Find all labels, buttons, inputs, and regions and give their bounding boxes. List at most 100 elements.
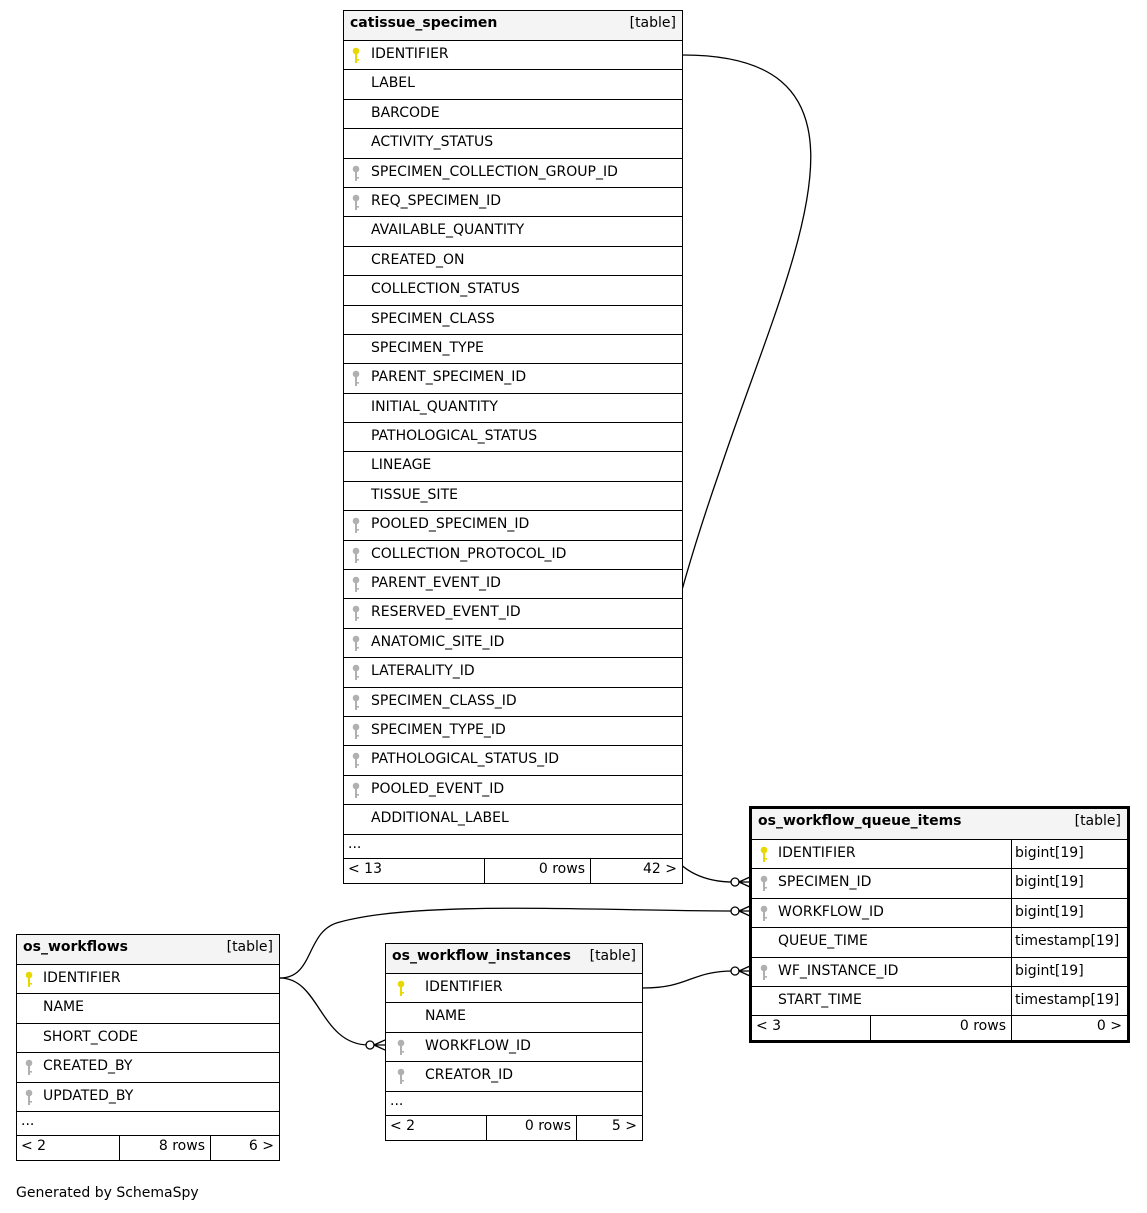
column-row[interactable]: LINEAGE bbox=[344, 452, 682, 482]
column-row[interactable]: CREATED_BY bbox=[17, 1053, 279, 1083]
column-row[interactable]: CREATOR_ID bbox=[386, 1062, 642, 1092]
crows-foot-workflow-id bbox=[730, 905, 751, 917]
column-row[interactable]: POOLED_EVENT_ID bbox=[344, 776, 682, 806]
parents-count[interactable]: < 2 bbox=[390, 1117, 416, 1134]
column-row[interactable]: SPECIMEN_TYPE bbox=[344, 335, 682, 365]
column-name: SPECIMEN_ID bbox=[778, 874, 872, 891]
parents-count[interactable]: < 2 bbox=[21, 1137, 47, 1154]
column-name: COLLECTION_PROTOCOL_ID bbox=[371, 545, 567, 562]
column-name: CREATED_BY bbox=[43, 1058, 133, 1075]
column-row[interactable]: LABEL bbox=[344, 70, 682, 100]
column-name: PARENT_EVENT_ID bbox=[371, 575, 501, 592]
column-row[interactable]: START_TIME timestamp[19] bbox=[752, 986, 1127, 1017]
column-row[interactable]: NAME bbox=[386, 1003, 642, 1033]
table-header[interactable]: os_workflow_queue_items [table] bbox=[752, 809, 1127, 840]
column-row[interactable]: REQ_SPECIMEN_ID bbox=[344, 188, 682, 218]
column-name: BARCODE bbox=[371, 104, 440, 121]
column-row[interactable]: IDENTIFIER bbox=[344, 41, 682, 71]
crows-foot-instances-workflow-id bbox=[365, 1039, 386, 1051]
column-name: SPECIMEN_TYPE bbox=[371, 339, 484, 356]
column-name: CREATED_ON bbox=[371, 251, 465, 268]
column-name: START_TIME bbox=[778, 991, 862, 1008]
table-os-workflow-instances[interactable]: os_workflow_instances [table] IDENTIFIER… bbox=[385, 943, 643, 1141]
column-row[interactable]: SHORT_CODE bbox=[17, 1024, 279, 1054]
table-footer: < 3 0 rows 0 > bbox=[752, 1016, 1127, 1041]
table-os-workflow-queue-items[interactable]: os_workflow_queue_items [table] IDENTIFI… bbox=[749, 806, 1130, 1044]
column-name: LATERALITY_ID bbox=[371, 663, 475, 680]
column-name: REQ_SPECIMEN_ID bbox=[371, 192, 501, 209]
column-row[interactable]: COLLECTION_PROTOCOL_ID bbox=[344, 541, 682, 571]
column-name: COLLECTION_STATUS bbox=[371, 281, 520, 298]
column-row[interactable]: ANATOMIC_SITE_ID bbox=[344, 629, 682, 659]
row-count: 0 rows bbox=[484, 858, 590, 883]
table-kind: [table] bbox=[226, 939, 273, 955]
link-workflows-to-instances-workflow-id bbox=[279, 977, 370, 1046]
column-row[interactable]: WORKFLOW_ID bigint[19] bbox=[752, 898, 1127, 929]
table-header[interactable]: catissue_specimen [table] bbox=[344, 11, 682, 41]
column-row[interactable]: PARENT_EVENT_ID bbox=[344, 570, 682, 600]
table-name: os_workflow_queue_items bbox=[758, 813, 962, 829]
parents-count[interactable]: < 13 bbox=[348, 860, 382, 877]
column-row[interactable]: SPECIMEN_CLASS bbox=[344, 306, 682, 335]
column-row[interactable]: IDENTIFIER bbox=[386, 974, 642, 1004]
column-row[interactable]: IDENTIFIER bbox=[17, 965, 279, 995]
column-type: bigint[19] bbox=[1011, 957, 1127, 986]
column-row[interactable]: RESERVED_EVENT_ID bbox=[344, 599, 682, 629]
column-name: IDENTIFIER bbox=[778, 845, 856, 861]
more-columns-ellipsis: ... bbox=[386, 1092, 642, 1116]
column-name: ACTIVITY_STATUS bbox=[371, 134, 494, 151]
column-row[interactable]: COLLECTION_STATUS bbox=[344, 276, 682, 306]
column-name: POOLED_EVENT_ID bbox=[371, 780, 505, 797]
column-row[interactable]: PATHOLOGICAL_STATUS bbox=[344, 423, 682, 453]
column-row[interactable]: BARCODE bbox=[344, 100, 682, 130]
parents-count[interactable]: < 3 bbox=[756, 1018, 782, 1035]
column-row[interactable]: NAME bbox=[17, 994, 279, 1024]
table-header[interactable]: os_workflow_instances [table] bbox=[386, 944, 642, 974]
column-name: PATHOLOGICAL_STATUS bbox=[371, 428, 538, 445]
children-count[interactable]: 0 > bbox=[1011, 1016, 1127, 1041]
column-row[interactable]: PARENT_SPECIMEN_ID bbox=[344, 364, 682, 394]
column-row[interactable]: LATERALITY_ID bbox=[344, 658, 682, 688]
column-row[interactable]: PATHOLOGICAL_STATUS_ID bbox=[344, 746, 682, 776]
column-name: ANATOMIC_SITE_ID bbox=[371, 633, 505, 650]
column-row[interactable]: AVAILABLE_QUANTITY bbox=[344, 217, 682, 247]
table-header[interactable]: os_workflows [table] bbox=[17, 935, 279, 965]
column-row[interactable]: INITIAL_QUANTITY bbox=[344, 394, 682, 424]
table-name: os_workflows bbox=[23, 939, 128, 955]
column-row[interactable]: SPECIMEN_CLASS_ID bbox=[344, 688, 682, 717]
more-columns-ellipsis: ... bbox=[344, 835, 682, 859]
column-row[interactable]: CREATED_ON bbox=[344, 247, 682, 277]
column-name: WF_INSTANCE_ID bbox=[778, 962, 899, 979]
column-row[interactable]: POOLED_SPECIMEN_ID bbox=[344, 511, 682, 541]
column-name: WORKFLOW_ID bbox=[778, 903, 884, 920]
column-row[interactable]: SPECIMEN_TYPE_ID bbox=[344, 717, 682, 747]
column-row[interactable]: SPECIMEN_COLLECTION_GROUP_ID bbox=[344, 159, 682, 188]
column-name: AVAILABLE_QUANTITY bbox=[371, 222, 525, 239]
column-type: timestamp[19] bbox=[1011, 986, 1127, 1016]
children-count[interactable]: 6 > bbox=[210, 1135, 279, 1160]
column-name: INITIAL_QUANTITY bbox=[371, 398, 498, 415]
column-name: QUEUE_TIME bbox=[778, 933, 868, 950]
column-type: bigint[19] bbox=[1011, 898, 1127, 928]
column-row[interactable]: TISSUE_SITE bbox=[344, 482, 682, 512]
column-row[interactable]: WF_INSTANCE_ID bigint[19] bbox=[752, 957, 1127, 987]
column-name: SPECIMEN_TYPE_ID bbox=[371, 721, 506, 738]
column-row[interactable]: ACTIVITY_STATUS bbox=[344, 129, 682, 159]
generated-by-footer: Generated by SchemaSpy bbox=[16, 1185, 199, 1201]
table-footer: < 2 0 rows 5 > bbox=[386, 1115, 642, 1140]
table-kind: [table] bbox=[589, 948, 636, 964]
column-name: LINEAGE bbox=[371, 457, 432, 474]
children-count[interactable]: 42 > bbox=[590, 858, 682, 883]
crows-foot-wf-instance-id bbox=[730, 965, 751, 977]
column-name: POOLED_SPECIMEN_ID bbox=[371, 516, 530, 533]
children-count[interactable]: 5 > bbox=[576, 1115, 642, 1140]
column-row[interactable]: ADDITIONAL_LABEL bbox=[344, 805, 682, 835]
column-name: ADDITIONAL_LABEL bbox=[371, 810, 509, 827]
column-row[interactable]: UPDATED_BY bbox=[17, 1083, 279, 1112]
column-row[interactable]: WORKFLOW_ID bbox=[386, 1033, 642, 1063]
